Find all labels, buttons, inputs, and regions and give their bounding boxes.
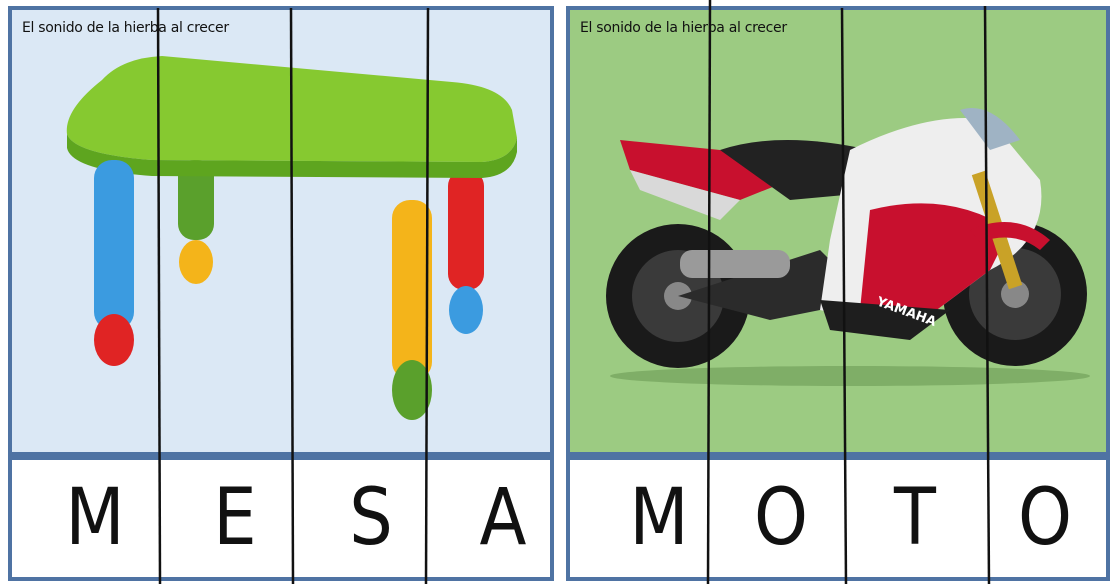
puzzle-image-panel: El sonido de la hierba al crecer [566,6,1110,456]
letter-tile: O [1017,473,1073,563]
puzzle-card-mesa: El sonido de la hierba al crecer M E S A [8,6,554,581]
puzzle-image-panel: El sonido de la hierba al crecer [8,6,554,456]
letter-tile: E [213,473,257,563]
letter-tile: M [65,473,125,563]
letter-tile: A [479,473,527,563]
word-strip: M O T O [566,456,1110,581]
motorcycle-image: YAMAHA [606,108,1090,386]
puzzle-caption: El sonido de la hierba al crecer [22,20,229,36]
letter-tile: M [629,473,689,563]
puzzle-card-moto: El sonido de la hierba al crecer [566,6,1110,581]
letter-tile: S [349,473,393,563]
table-image [66,56,517,420]
letter-tile: O [753,473,809,563]
puzzle-caption: El sonido de la hierba al crecer [580,20,787,36]
letter-tile: T [894,473,936,563]
word-strip: M E S A [8,456,554,581]
